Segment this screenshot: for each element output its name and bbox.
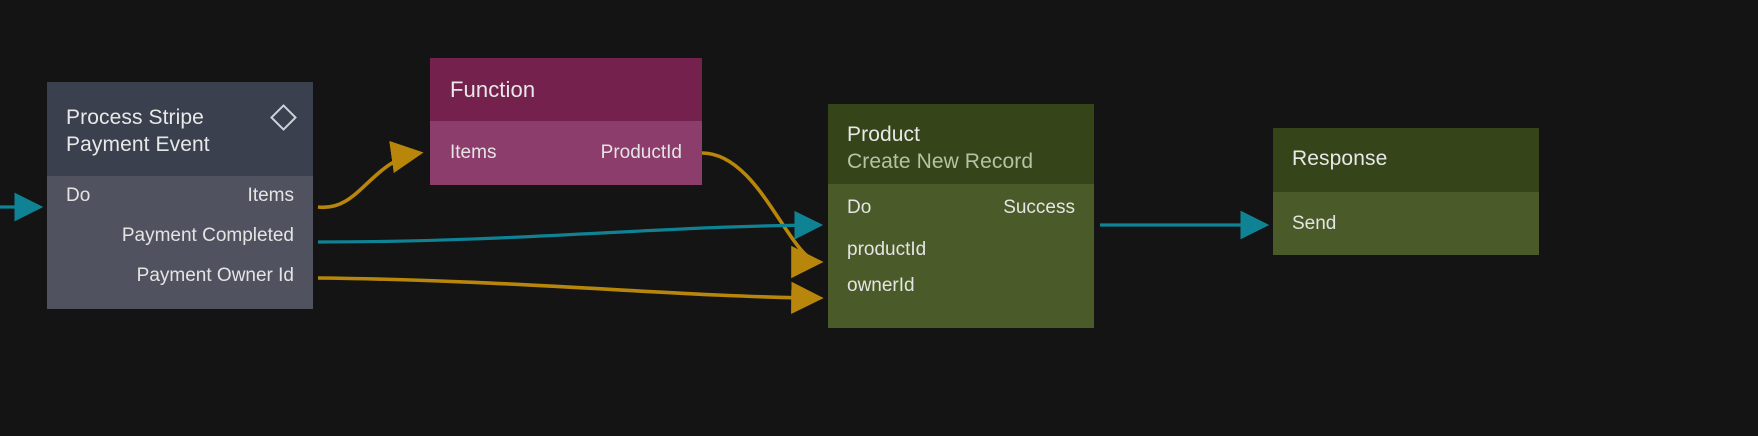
node-header[interactable]: Response	[1273, 128, 1539, 192]
node-subtitle: Create New Record	[847, 150, 1034, 173]
edge-payment-completed-to-product-do	[317, 210, 824, 244]
port-label-do: Do	[66, 185, 91, 206]
node-product-create-new-record[interactable]: Product Create New Record Do Success pro…	[828, 104, 1094, 328]
port-row-do-items[interactable]: Do Items	[66, 176, 294, 216]
port-label-productid-input: productId	[847, 239, 927, 260]
port-row-productid[interactable]: productId	[847, 232, 1075, 268]
node-response[interactable]: Response Send	[1273, 128, 1539, 255]
port-label-items-input: Items	[450, 142, 497, 163]
node-body: Do Items Payment Completed Payment Owner…	[47, 176, 313, 309]
node-title: Product	[847, 123, 921, 146]
node-title: Process Stripe Payment Event	[66, 106, 210, 156]
node-body: Do Success productId ownerId	[828, 184, 1094, 328]
port-label-payment-owner-id: Payment Owner Id	[136, 265, 294, 286]
edge-payment-owner-id-to-product-ownerid	[317, 276, 824, 314]
port-row-send[interactable]: Send	[1292, 192, 1520, 255]
port-row-do-success[interactable]: Do Success	[847, 184, 1075, 232]
node-process-stripe-payment-event[interactable]: Process Stripe Payment Event Do Items Pa…	[47, 82, 313, 309]
port-label-ownerid-input: ownerId	[847, 275, 915, 296]
node-header[interactable]: Function	[430, 58, 702, 121]
diamond-icon	[270, 104, 297, 131]
node-function[interactable]: Function Items ProductId	[430, 58, 702, 185]
port-label-items: Items	[247, 185, 294, 206]
node-title: Response	[1292, 147, 1388, 170]
edge-productid-to-product-productid	[701, 151, 824, 279]
port-label-do: Do	[847, 197, 872, 218]
node-header[interactable]: Process Stripe Payment Event	[47, 82, 313, 176]
port-row-ownerid[interactable]: ownerId	[847, 268, 1075, 304]
node-header[interactable]: Product Create New Record	[828, 104, 1094, 184]
port-label-productid-output: ProductId	[600, 142, 682, 163]
port-label-success: Success	[1003, 197, 1075, 218]
port-row-payment-completed[interactable]: Payment Completed	[66, 216, 294, 256]
node-body: Items ProductId	[430, 121, 702, 185]
port-row-payment-owner-id[interactable]: Payment Owner Id	[66, 256, 294, 296]
node-header-text-group: Product Create New Record	[847, 121, 1033, 175]
edge-items-to-function-items	[317, 140, 424, 209]
port-label-send: Send	[1292, 212, 1337, 234]
node-body: Send	[1273, 192, 1539, 255]
port-label-payment-completed: Payment Completed	[121, 225, 294, 246]
port-row-items-productid[interactable]: Items ProductId	[450, 121, 682, 185]
node-title: Function	[450, 77, 536, 102]
